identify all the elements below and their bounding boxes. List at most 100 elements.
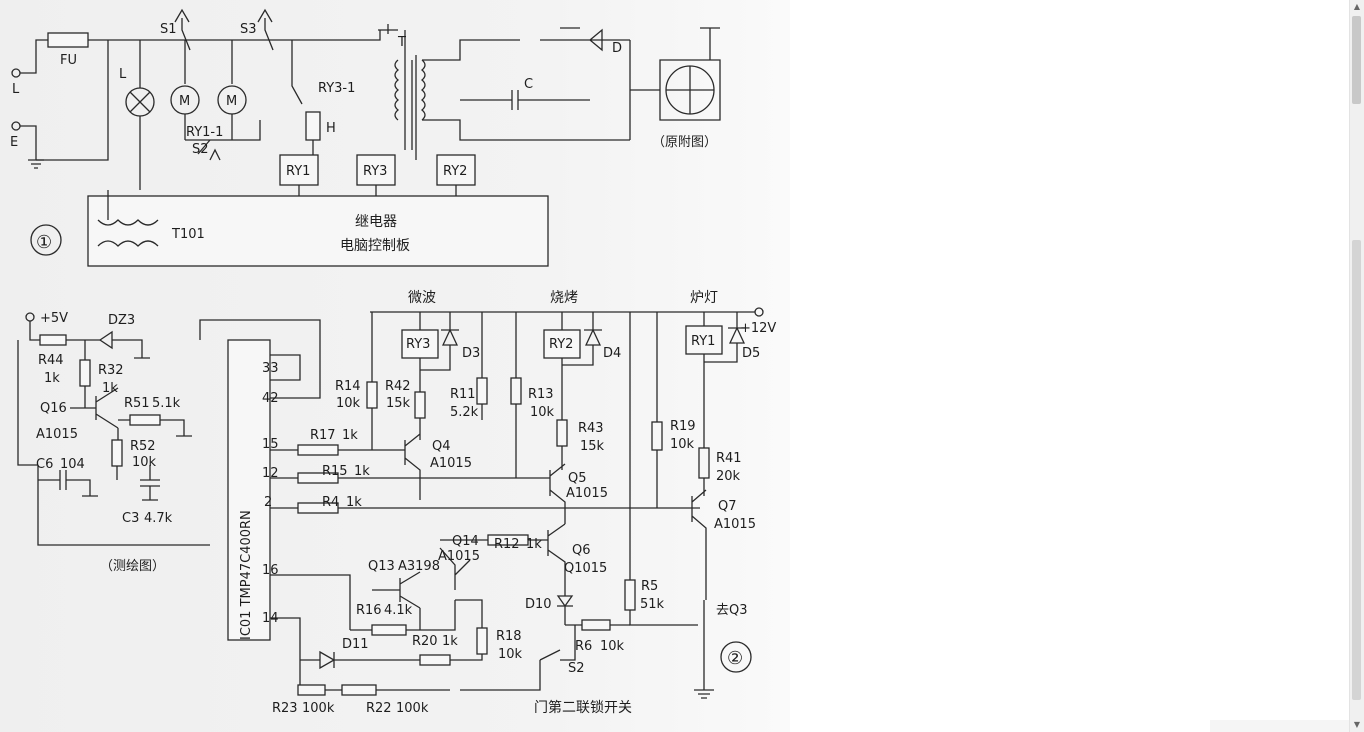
label-L: L [12, 82, 20, 97]
label-RY1-b: RY1 [691, 334, 715, 349]
label-R44v: 1k [44, 371, 60, 386]
label-p12: 12 [262, 466, 279, 481]
label-R41: R41 [716, 451, 742, 466]
label-T101: T101 [171, 227, 205, 242]
label-R5: R5 [641, 579, 658, 594]
power-section [11, 8, 721, 267]
label-R42v: 15k [386, 396, 411, 411]
label-Q5t: A1015 [566, 486, 608, 501]
label-p16: 16 [262, 563, 279, 578]
label-D5: D5 [742, 346, 760, 361]
label-S2-top: S2 [192, 142, 209, 157]
label-D11: D11 [342, 637, 369, 652]
label-DZ3: DZ3 [108, 313, 135, 328]
label-p14: 14 [262, 611, 279, 626]
label-Q13t: A3198 [398, 559, 440, 574]
label-R43v: 15k [580, 439, 605, 454]
label-R51v: 5.1k [152, 396, 181, 411]
label-R19: R19 [670, 419, 696, 434]
label-R14: R14 [335, 379, 361, 394]
scroll-up-icon[interactable]: ▲ [1353, 2, 1361, 11]
label-H: H [326, 121, 336, 136]
label-RY3-b: RY3 [406, 337, 430, 352]
label-lamp: 炉灯 [690, 290, 718, 306]
label-R23v: 100k [302, 701, 335, 716]
label-R5v: 51k [640, 597, 665, 612]
scroll-thumb[interactable] [1352, 16, 1361, 104]
schematic-labels: FU L E S1 S3 L M M RY3-1 H RY1-1 S2 T C … [10, 22, 776, 716]
label-R17: R17 [310, 428, 336, 443]
label-D4: D4 [603, 346, 621, 361]
label-R17v: 1k [342, 428, 358, 443]
scroll-track-highlight [1352, 240, 1361, 700]
label-toQ3: 去Q3 [716, 603, 748, 618]
label-R6v: 10k [600, 639, 625, 654]
label-R11v: 5.2k [450, 405, 479, 420]
label-R16v: 4.1k [384, 603, 413, 618]
label-grill: 烧烤 [550, 290, 578, 306]
label-RY1: RY1 [286, 164, 310, 179]
label-Q7t: A1015 [714, 517, 756, 532]
label-Q5: Q5 [568, 471, 587, 486]
label-Q16t: A1015 [36, 427, 78, 442]
label-Q14: Q14 [452, 534, 479, 549]
label-Q6t: Q1015 [564, 561, 607, 576]
label-board-2: 电脑控制板 [340, 238, 410, 254]
label-plus5: +5V [40, 311, 68, 326]
label-R16: R16 [356, 603, 382, 618]
label-FU: FU [60, 53, 77, 68]
label-C: C [524, 77, 533, 92]
label-C3v: 4.7k [144, 511, 173, 526]
scroll-down-icon[interactable]: ▼ [1353, 720, 1361, 729]
circuit-schematic: FU L E S1 S3 L M M RY3-1 H RY1-1 S2 T C … [10, 8, 776, 716]
label-R52v: 10k [132, 455, 157, 470]
label-R52: R52 [130, 439, 156, 454]
label-R13v: 10k [530, 405, 555, 420]
bottom-strip [1210, 720, 1350, 732]
label-Q7: Q7 [718, 499, 737, 514]
label-p33: 33 [262, 361, 279, 376]
label-T: T [397, 35, 406, 50]
label-RY3: RY3 [363, 164, 387, 179]
label-M2: M [226, 94, 237, 109]
label-R18v: 10k [498, 647, 523, 662]
label-R6: R6 [575, 639, 592, 654]
label-R32v: 1k [102, 381, 118, 396]
label-R23: R23 [272, 701, 298, 716]
label-R4: R4 [322, 495, 339, 510]
label-Q6: Q6 [572, 543, 591, 558]
label-circle-1: ① [36, 232, 52, 253]
label-R41v: 20k [716, 469, 741, 484]
label-R20v: 1k [442, 634, 458, 649]
label-door: 门第二联锁开关 [534, 699, 632, 716]
label-Q4: Q4 [432, 439, 451, 454]
label-S1: S1 [160, 22, 177, 37]
label-p42: 42 [262, 391, 279, 406]
label-R42: R42 [385, 379, 411, 394]
label-R51: R51 [124, 396, 150, 411]
label-p2: 2 [264, 495, 272, 510]
label-R15: R15 [322, 464, 348, 479]
label-R32: R32 [98, 363, 124, 378]
label-survey: （测绘图） [100, 559, 165, 574]
label-Q4t: A1015 [430, 456, 472, 471]
label-R14v: 10k [336, 396, 361, 411]
label-D: D [612, 41, 622, 56]
label-R22: R22 [366, 701, 392, 716]
label-L-lamp: L [119, 67, 127, 82]
label-R15v: 1k [354, 464, 370, 479]
scanned-page [0, 0, 790, 732]
label-R11: R11 [450, 387, 476, 402]
label-R18: R18 [496, 629, 522, 644]
label-RY2: RY2 [443, 164, 467, 179]
label-circle-2: ② [727, 648, 743, 669]
label-RY3-1: RY3-1 [318, 81, 355, 96]
label-C6v: 104 [60, 457, 85, 472]
vertical-scrollbar[interactable]: ▲ ▼ [1349, 0, 1364, 732]
label-board-1: 继电器 [355, 214, 397, 230]
label-RY1-1: RY1-1 [186, 125, 223, 140]
label-R13: R13 [528, 387, 554, 402]
label-p15: 15 [262, 437, 279, 452]
label-D3: D3 [462, 346, 480, 361]
label-C6: C6 [36, 457, 53, 472]
